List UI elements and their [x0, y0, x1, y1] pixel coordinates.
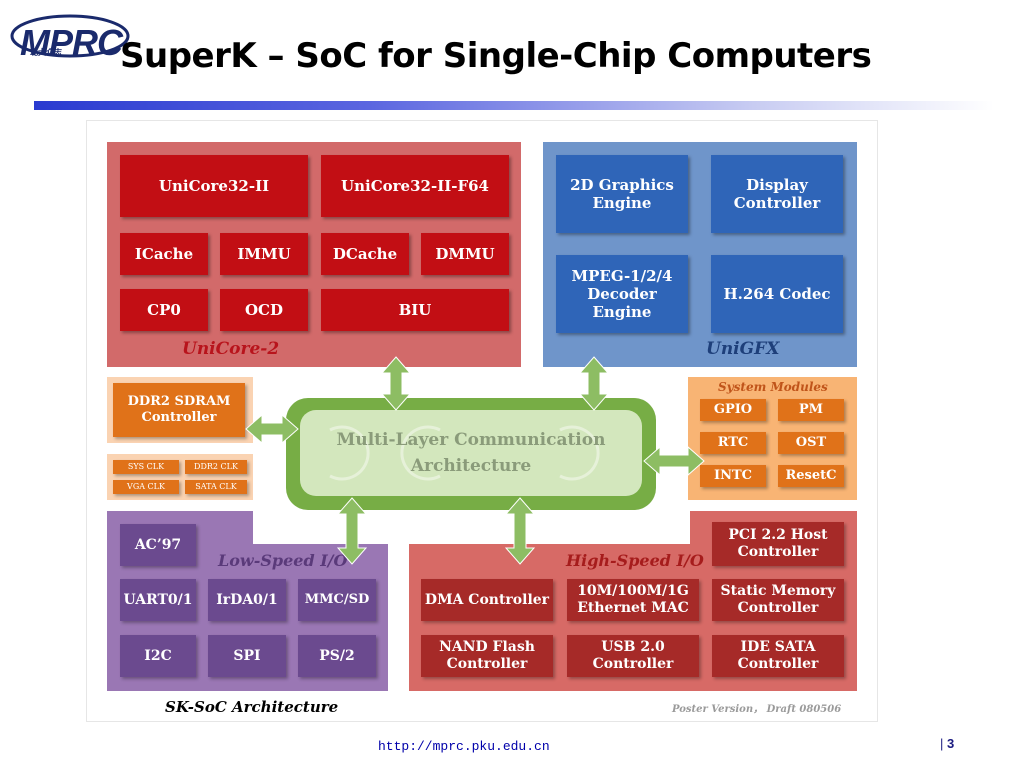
dcache-box: DCache: [321, 233, 409, 275]
arrow-unicore-bus: [380, 356, 412, 411]
h264-codec-box: H.264 Codec: [711, 255, 843, 333]
page-number: | 3: [940, 736, 954, 751]
usb-controller-box: USB 2.0 Controller: [567, 635, 699, 677]
spi-box: SPI: [208, 635, 286, 677]
pm-box: PM: [778, 399, 844, 421]
biu-box: BIU: [321, 289, 509, 331]
mprc-logo: MPRC: [8, 12, 130, 63]
page-title: SuperK – SoC for Single-Chip Computers: [120, 36, 872, 76]
unigfx-label: UniGFX: [706, 339, 780, 359]
page-separator: |: [940, 736, 944, 751]
footer-url[interactable]: http://mprc.pku.edu.cn: [378, 739, 550, 754]
immu-box: IMMU: [220, 233, 308, 275]
bus-label-line1: Multi-Layer Communication: [336, 430, 606, 450]
unicore-label: UniCore-2: [182, 339, 280, 359]
arrow-bus-system: [643, 445, 705, 477]
ost-box: OST: [778, 432, 844, 454]
dmmu-box: DMMU: [421, 233, 509, 275]
bus-label-line2: Architecture: [410, 455, 532, 476]
display-controller-box: Display Controller: [711, 155, 843, 233]
i2c-box: I2C: [120, 635, 196, 677]
dma-controller-box: DMA Controller: [421, 579, 553, 621]
ide-sata-controller-box: IDE SATA Controller: [712, 635, 844, 677]
diagram-caption: SK-SoC Architecture: [165, 698, 339, 716]
title-underline: [34, 101, 994, 110]
ethernet-mac-box: 10M/100M/1G Ethernet MAC: [567, 579, 699, 621]
irda-box: IrDA0/1: [208, 579, 286, 621]
uart-box: UART0/1: [120, 579, 196, 621]
draft-note: Poster Version， Draft 080506: [672, 704, 842, 715]
high-speed-label: High-Speed I/O: [566, 551, 704, 570]
gpio-box: GPIO: [700, 399, 766, 421]
icache-box: ICache: [120, 233, 208, 275]
logo-subtitle: 北大众志: [30, 48, 62, 57]
nand-flash-controller-box: NAND Flash Controller: [421, 635, 553, 677]
system-modules-label: System Modules: [718, 380, 828, 394]
sata-clk-box: SATA CLK: [185, 480, 247, 494]
vga-clk-box: VGA CLK: [113, 480, 179, 494]
logo-swoosh: [10, 14, 130, 58]
page-number-value: 3: [947, 736, 955, 751]
graphics-2d-box: 2D Graphics Engine: [556, 155, 688, 233]
pci-host-controller-box: PCI 2.2 Host Controller: [712, 522, 844, 566]
arrow-bus-lowspeed: [336, 497, 368, 565]
resetc-box: ResetC: [778, 465, 844, 487]
ocd-box: OCD: [220, 289, 308, 331]
intc-box: INTC: [700, 465, 766, 487]
ac97-box: AC’97: [120, 524, 196, 566]
sys-clk-box: SYS CLK: [113, 460, 179, 474]
mmc-sd-box: MMC/SD: [298, 579, 376, 621]
ddr2-clk-box: DDR2 CLK: [185, 460, 247, 474]
arrow-bus-highspeed: [504, 497, 536, 565]
ddr2-controller-box: DDR2 SDRAM Controller: [113, 383, 245, 437]
rtc-box: RTC: [700, 432, 766, 454]
cp0-box: CP0: [120, 289, 208, 331]
arrow-ddr2-bus: [245, 413, 299, 445]
high-speed-notch: [409, 511, 690, 544]
arrow-unigfx-bus: [578, 356, 610, 411]
mpeg-decoder-box: MPEG-1/2/4 Decoder Engine: [556, 255, 688, 333]
unicore32-ii-f64-box: UniCore32-II-F64: [321, 155, 509, 217]
ps2-box: PS/2: [298, 635, 376, 677]
low-speed-label: Low-Speed I/O: [218, 551, 348, 570]
bus-label: Multi-Layer Communication Architecture: [300, 428, 642, 479]
static-memory-controller-box: Static Memory Controller: [712, 579, 844, 621]
logo-text: MPRC: [20, 22, 123, 63]
unicore32-ii-box: UniCore32-II: [120, 155, 308, 217]
low-speed-notch: [253, 511, 388, 544]
